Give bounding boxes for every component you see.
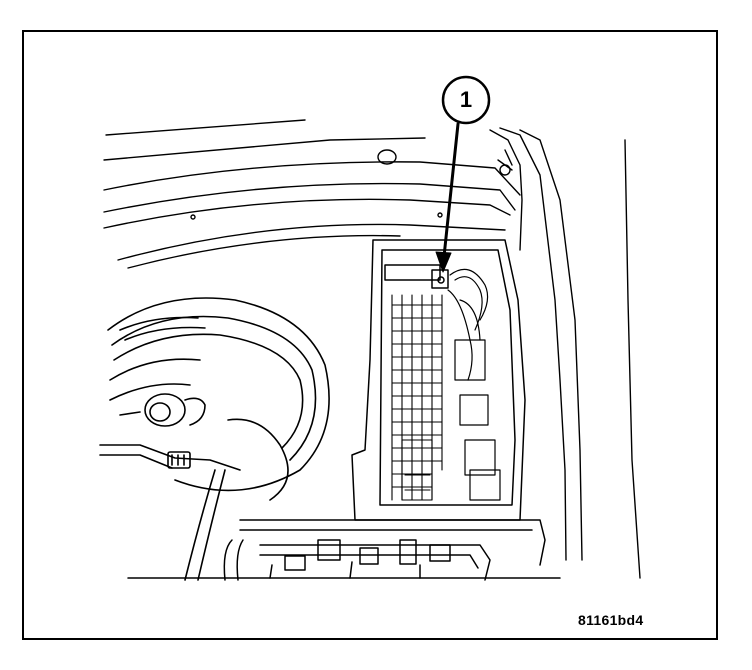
relay-wiring: [447, 268, 501, 501]
brake-lines: [127, 519, 561, 581]
fuse-grid: [391, 294, 443, 501]
right-body-rails: [489, 127, 641, 579]
cowl-panel: [103, 119, 521, 269]
fuse-relay-box-icon: [351, 239, 526, 521]
brake-booster: [99, 297, 330, 581]
image-code: 81161bd4: [578, 612, 644, 628]
callout-1: [435, 75, 491, 273]
callout-number: 1: [459, 87, 473, 112]
